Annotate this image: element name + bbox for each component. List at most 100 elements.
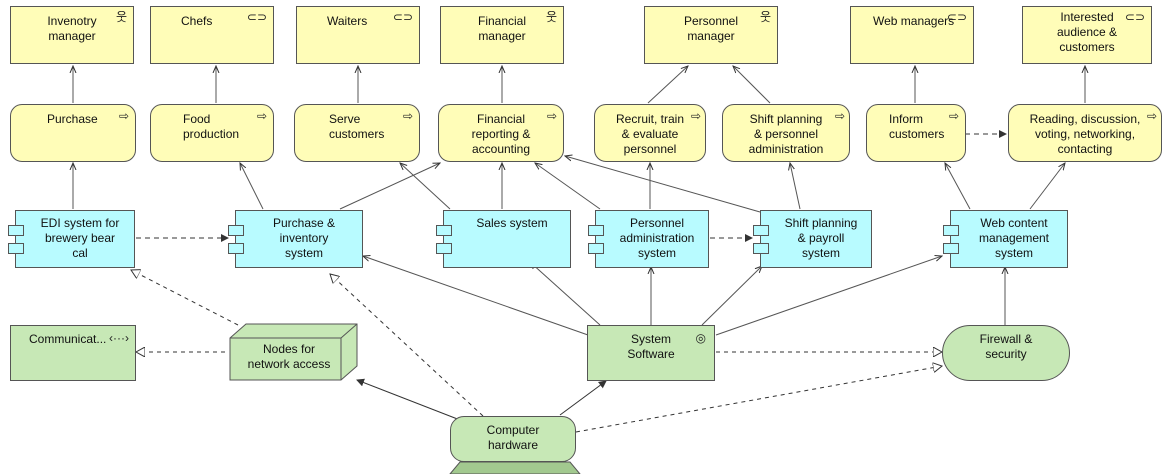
component-web-content[interactable]: Web content management system	[943, 210, 1068, 268]
connector	[1029, 163, 1065, 210]
component-icon	[943, 225, 959, 236]
component-label: Sales system	[476, 216, 548, 230]
service-arrow-icon: ⇨	[256, 109, 267, 123]
firewall-security[interactable]: Firewall & security	[942, 325, 1070, 381]
actor-financial-manager[interactable]: Financial manager 웃	[440, 6, 564, 64]
connector	[575, 366, 942, 433]
service-recruit[interactable]: Recruit, train & evaluate personnel ⇨	[594, 104, 706, 162]
role-label: Chefs	[181, 14, 213, 28]
role-label: Interested audience & customers	[1056, 10, 1118, 54]
service-label: Inform customers	[889, 112, 945, 141]
component-purchase-inventory[interactable]: Purchase & inventory system	[228, 210, 363, 268]
service-serve-customers[interactable]: Serve customers ⇨	[294, 104, 420, 162]
connector	[131, 270, 239, 326]
service-arrow-icon: ⇨	[118, 109, 129, 123]
component-icon	[588, 243, 604, 254]
connector	[715, 256, 942, 336]
role-interested-audience[interactable]: Interested audience & customers ⊂⊃	[1022, 6, 1152, 64]
component-icon	[753, 243, 769, 254]
service-financial-reporting[interactable]: Financial reporting & accounting ⇨	[438, 104, 564, 162]
service-label: Financial reporting & accounting	[471, 112, 531, 156]
communication-path-icon: ‹···›	[109, 331, 129, 345]
computer-hardware[interactable]: Computer hardware	[450, 416, 576, 462]
connector	[647, 66, 688, 104]
service-arrow-icon: ⇨	[834, 109, 845, 123]
service-arrow-icon: ⇨	[1146, 109, 1157, 123]
stick-figure-icon: 웃	[115, 10, 127, 24]
role-icon: ⊂⊃	[946, 10, 967, 24]
tech-label: Firewall & security	[979, 332, 1033, 361]
actor-label: Personnel manager	[683, 14, 739, 43]
actor-inventory-manager[interactable]: Invenotry manager 웃	[10, 6, 134, 64]
service-arrow-icon: ⇨	[690, 109, 701, 123]
connector	[565, 156, 761, 213]
tech-label: System Software	[627, 332, 675, 361]
connector	[240, 163, 264, 210]
component-edi-system[interactable]: EDI system for brewery bear cal	[8, 210, 135, 268]
actor-label: Financial manager	[477, 14, 527, 43]
connector	[945, 163, 971, 210]
component-label: Personnel administration system	[619, 216, 695, 260]
role-icon: ⊂⊃	[246, 10, 267, 24]
component-icon	[943, 243, 959, 254]
connector	[530, 262, 601, 326]
service-label: Food production	[183, 112, 240, 141]
component-label: Web content management system	[978, 216, 1050, 260]
connector	[330, 274, 484, 417]
tech-label: Computer hardware	[486, 423, 540, 452]
component-personnel-admin[interactable]: Personnel administration system	[588, 210, 709, 268]
communication-path[interactable]: Communicat... ‹···›	[10, 325, 136, 381]
component-icon	[588, 225, 604, 236]
component-icon	[436, 243, 452, 254]
system-software-icon: ◎	[695, 331, 706, 345]
actor-personnel-manager[interactable]: Personnel manager 웃	[644, 6, 778, 64]
component-shift-payroll[interactable]: Shift planning & payroll system	[753, 210, 872, 268]
connector	[559, 380, 607, 416]
component-icon	[436, 225, 452, 236]
service-label: Serve customers	[329, 112, 385, 141]
role-icon: ⊂⊃	[392, 10, 413, 24]
role-web-managers[interactable]: Web managers ⊂⊃	[850, 6, 974, 64]
system-software[interactable]: System Software ◎	[587, 325, 715, 381]
stick-figure-icon: 웃	[545, 10, 557, 24]
role-waiters[interactable]: Waiters ⊂⊃	[296, 6, 420, 64]
node-network-access[interactable]: Nodes for network access	[238, 338, 340, 380]
stick-figure-icon: 웃	[759, 10, 771, 24]
connector	[701, 266, 762, 326]
component-icon	[8, 243, 24, 254]
tech-label: Nodes for network access	[247, 342, 331, 371]
connector	[535, 163, 601, 210]
service-label: Recruit, train & evaluate personnel	[615, 112, 685, 156]
connector	[400, 163, 451, 210]
service-shift-planning[interactable]: Shift planning & personnel administratio…	[722, 104, 850, 162]
component-icon	[8, 225, 24, 236]
device-base	[449, 461, 581, 474]
component-icon	[753, 225, 769, 236]
service-label: Purchase	[47, 112, 98, 126]
service-inform-customers[interactable]: Inform customers ⇨	[866, 104, 966, 162]
component-label: Shift planning & payroll system	[784, 216, 858, 260]
component-label: Purchase & inventory system	[272, 216, 336, 260]
role-label: Waiters	[327, 14, 368, 28]
tech-label: Communicat...	[29, 332, 107, 346]
service-purchase[interactable]: Purchase ⇨	[10, 104, 136, 162]
role-icon: ⊂⊃	[1124, 10, 1145, 24]
service-reading-discussion[interactable]: Reading, discussion, voting, networking,…	[1008, 104, 1162, 162]
component-icon	[228, 225, 244, 236]
service-arrow-icon: ⇨	[948, 109, 959, 123]
actor-label: Invenotry manager	[47, 14, 97, 43]
component-sales-system[interactable]: Sales system	[436, 210, 571, 268]
service-label: Reading, discussion, voting, networking,…	[1029, 112, 1141, 156]
connector	[363, 256, 589, 336]
connector	[339, 163, 440, 210]
connector	[356, 378, 461, 421]
connector	[790, 163, 801, 210]
connector	[733, 66, 771, 104]
service-food-production[interactable]: Food production ⇨	[150, 104, 274, 162]
role-chefs[interactable]: Chefs ⊂⊃	[150, 6, 274, 64]
service-arrow-icon: ⇨	[546, 109, 557, 123]
node-edge	[340, 323, 358, 339]
role-label: Web managers	[873, 14, 955, 28]
